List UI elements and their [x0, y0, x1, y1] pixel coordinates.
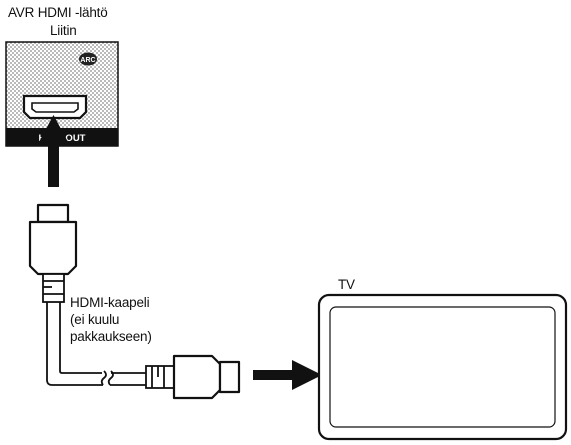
connector-title: Liitin: [50, 23, 77, 38]
cable-strain-relief-top: [42, 273, 65, 303]
hdmi-out-port: [22, 94, 88, 120]
cable-label-line1: HDMI-kaapeli: [70, 295, 150, 310]
cable-strain-relief-side: [145, 365, 175, 389]
cable-label-line3: pakkaukseen): [70, 329, 152, 344]
hdmi-cable: [46, 302, 147, 386]
arrow-right-icon: [253, 360, 322, 390]
hdmi-plug-top: [28, 203, 78, 276]
hdmi-plug-side: [172, 354, 241, 400]
tv-screen: [317, 293, 568, 441]
arc-badge: ARC: [79, 52, 97, 66]
tv-label: TV: [338, 277, 355, 292]
arc-badge-text: ARC: [80, 57, 95, 64]
cable-label-line2: (ei kuulu: [70, 312, 120, 327]
avr-rear-panel: ARC HDMI OUT: [5, 41, 119, 147]
avr-output-title: AVR HDMI -lähtö: [8, 5, 108, 20]
arrow-up-icon: [39, 115, 68, 187]
